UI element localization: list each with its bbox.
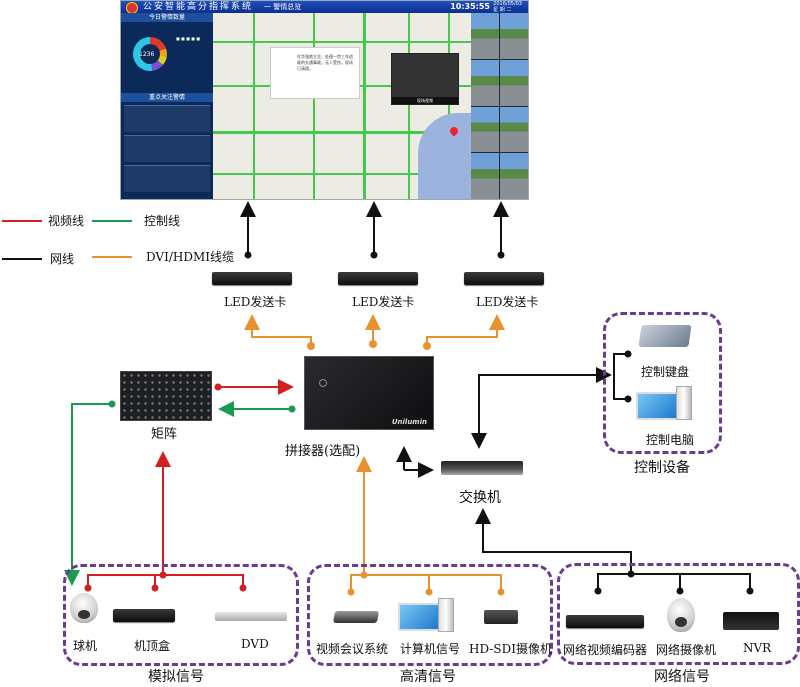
- legend-network-line: [2, 258, 42, 260]
- legend-control-line: [92, 220, 132, 222]
- analog-item-label: 机顶盒: [134, 639, 171, 653]
- video-splicer-label: 拼接器(选配): [285, 444, 361, 459]
- alert-card: [124, 135, 210, 162]
- date-text: 2016/05/03: [493, 1, 522, 7]
- led-sending-card-1: [212, 272, 292, 285]
- video-conference-system: [332, 611, 380, 623]
- video-popup: 现场视频: [391, 53, 459, 105]
- led-sending-card-2-label: LED发送卡: [352, 295, 415, 309]
- hd-sdi-camera: [484, 610, 518, 624]
- set-top-box: [113, 609, 175, 622]
- stats-panel-title: 今日警情数量: [121, 13, 213, 22]
- legend-control-label: 控制线: [144, 214, 181, 228]
- camera-feed: [500, 13, 528, 59]
- control-pc-tower: [676, 386, 692, 420]
- splicer-to-led-lines: [244, 314, 505, 345]
- hd-item-label: HD-SDI摄像机: [469, 642, 552, 656]
- legend-video-label: 视频线: [48, 214, 85, 228]
- network-item-label: 网络摄像机: [656, 643, 717, 657]
- camera-feed: [500, 106, 528, 153]
- video-matrix-label: 矩阵: [151, 427, 178, 442]
- analog-group-label: 模拟信号: [148, 669, 204, 685]
- alert-card: [124, 165, 210, 192]
- legend-dvi-line: [92, 256, 132, 258]
- camera-feed: [500, 153, 528, 199]
- hd-signal-group: [307, 564, 553, 666]
- video-matrix: [120, 371, 212, 421]
- city-map: 在华强南立交，处理一宗三车追尾的交通事故，无人受伤。现场已清理。 现场视频: [213, 13, 471, 199]
- legend-dvi-label: DVI/HDMI线缆: [146, 250, 234, 264]
- network-item-label: 网络视频编码器: [563, 643, 648, 657]
- nvr-recorder: [723, 612, 779, 630]
- network-switch-label: 交换机: [459, 490, 501, 506]
- network-item-label: NVR: [743, 641, 772, 655]
- camera-feed: [471, 153, 499, 199]
- hd-group-label: 高清信号: [400, 669, 456, 685]
- incident-popup-text: 在华强南立交，处理一宗三车追尾的交通事故，无人受伤。现场已清理。: [297, 54, 353, 71]
- camera-feed: [471, 106, 499, 153]
- network-video-encoder: [566, 615, 644, 628]
- stats-panel: 今日警情数量 1236 ■ ■ ■ ■ ■ 重点关注警情: [121, 13, 213, 199]
- screen-clock: 10:35:55: [450, 2, 490, 11]
- control-keyboard-label: 控制键盘: [641, 365, 690, 379]
- screen-title: 公安智能高分指挥系统: [143, 2, 254, 12]
- analog-signal-group: [63, 564, 299, 666]
- video-splicer: Unilumin: [304, 356, 434, 430]
- control-pc-monitor: [636, 392, 678, 420]
- legend-video-line: [2, 220, 42, 222]
- network-camera: [667, 598, 695, 632]
- weekday-text: 星 期 二: [493, 7, 512, 13]
- focus-panel-title: 重点关注警情: [121, 93, 213, 102]
- camera-grid: [471, 13, 528, 199]
- hd-item-label: 视频会议系统: [316, 642, 389, 656]
- dome-camera: [70, 593, 98, 623]
- led-sending-card-2: [338, 272, 418, 285]
- computer-monitor: [398, 603, 440, 631]
- legend-network-label: 网线: [50, 252, 75, 266]
- camera-feed: [471, 59, 499, 106]
- incident-popup: 在华强南立交，处理一宗三车追尾的交通事故，无人受伤。现场已清理。: [270, 47, 360, 99]
- screen-subtitle: 一 警情总览: [264, 3, 302, 11]
- control-group-label: 控制设备: [634, 460, 690, 476]
- power-button-icon: [319, 379, 327, 387]
- control-devices-group: [603, 312, 722, 454]
- analog-item-label: DVD: [241, 637, 269, 651]
- dvd-player: [215, 612, 287, 621]
- control-keyboard: [638, 325, 692, 347]
- network-signal-group: [557, 563, 800, 665]
- splicer-brand: Unilumin: [391, 418, 427, 426]
- led-sending-card-3-label: LED发送卡: [476, 295, 539, 309]
- camera-feed: [500, 59, 528, 106]
- network-switch: [441, 461, 523, 475]
- led-to-screen-lines: [240, 201, 509, 259]
- network-group-label: 网络信号: [654, 669, 710, 685]
- alerts-legend: ■ ■ ■ ■ ■: [176, 36, 200, 41]
- led-sending-card-1-label: LED发送卡: [224, 295, 287, 309]
- alert-card: [124, 105, 210, 132]
- camera-feed: [471, 13, 499, 59]
- hd-item-label: 计算机信号: [400, 642, 461, 656]
- analog-item-label: 球机: [73, 639, 98, 653]
- led-sending-card-3: [464, 272, 544, 285]
- total-alerts: 1236: [139, 51, 155, 58]
- control-pc-label: 控制电脑: [646, 433, 695, 447]
- computer-tower: [438, 598, 454, 632]
- video-popup-label: 现场视频: [392, 97, 458, 104]
- alerts-donut-chart: [133, 37, 167, 71]
